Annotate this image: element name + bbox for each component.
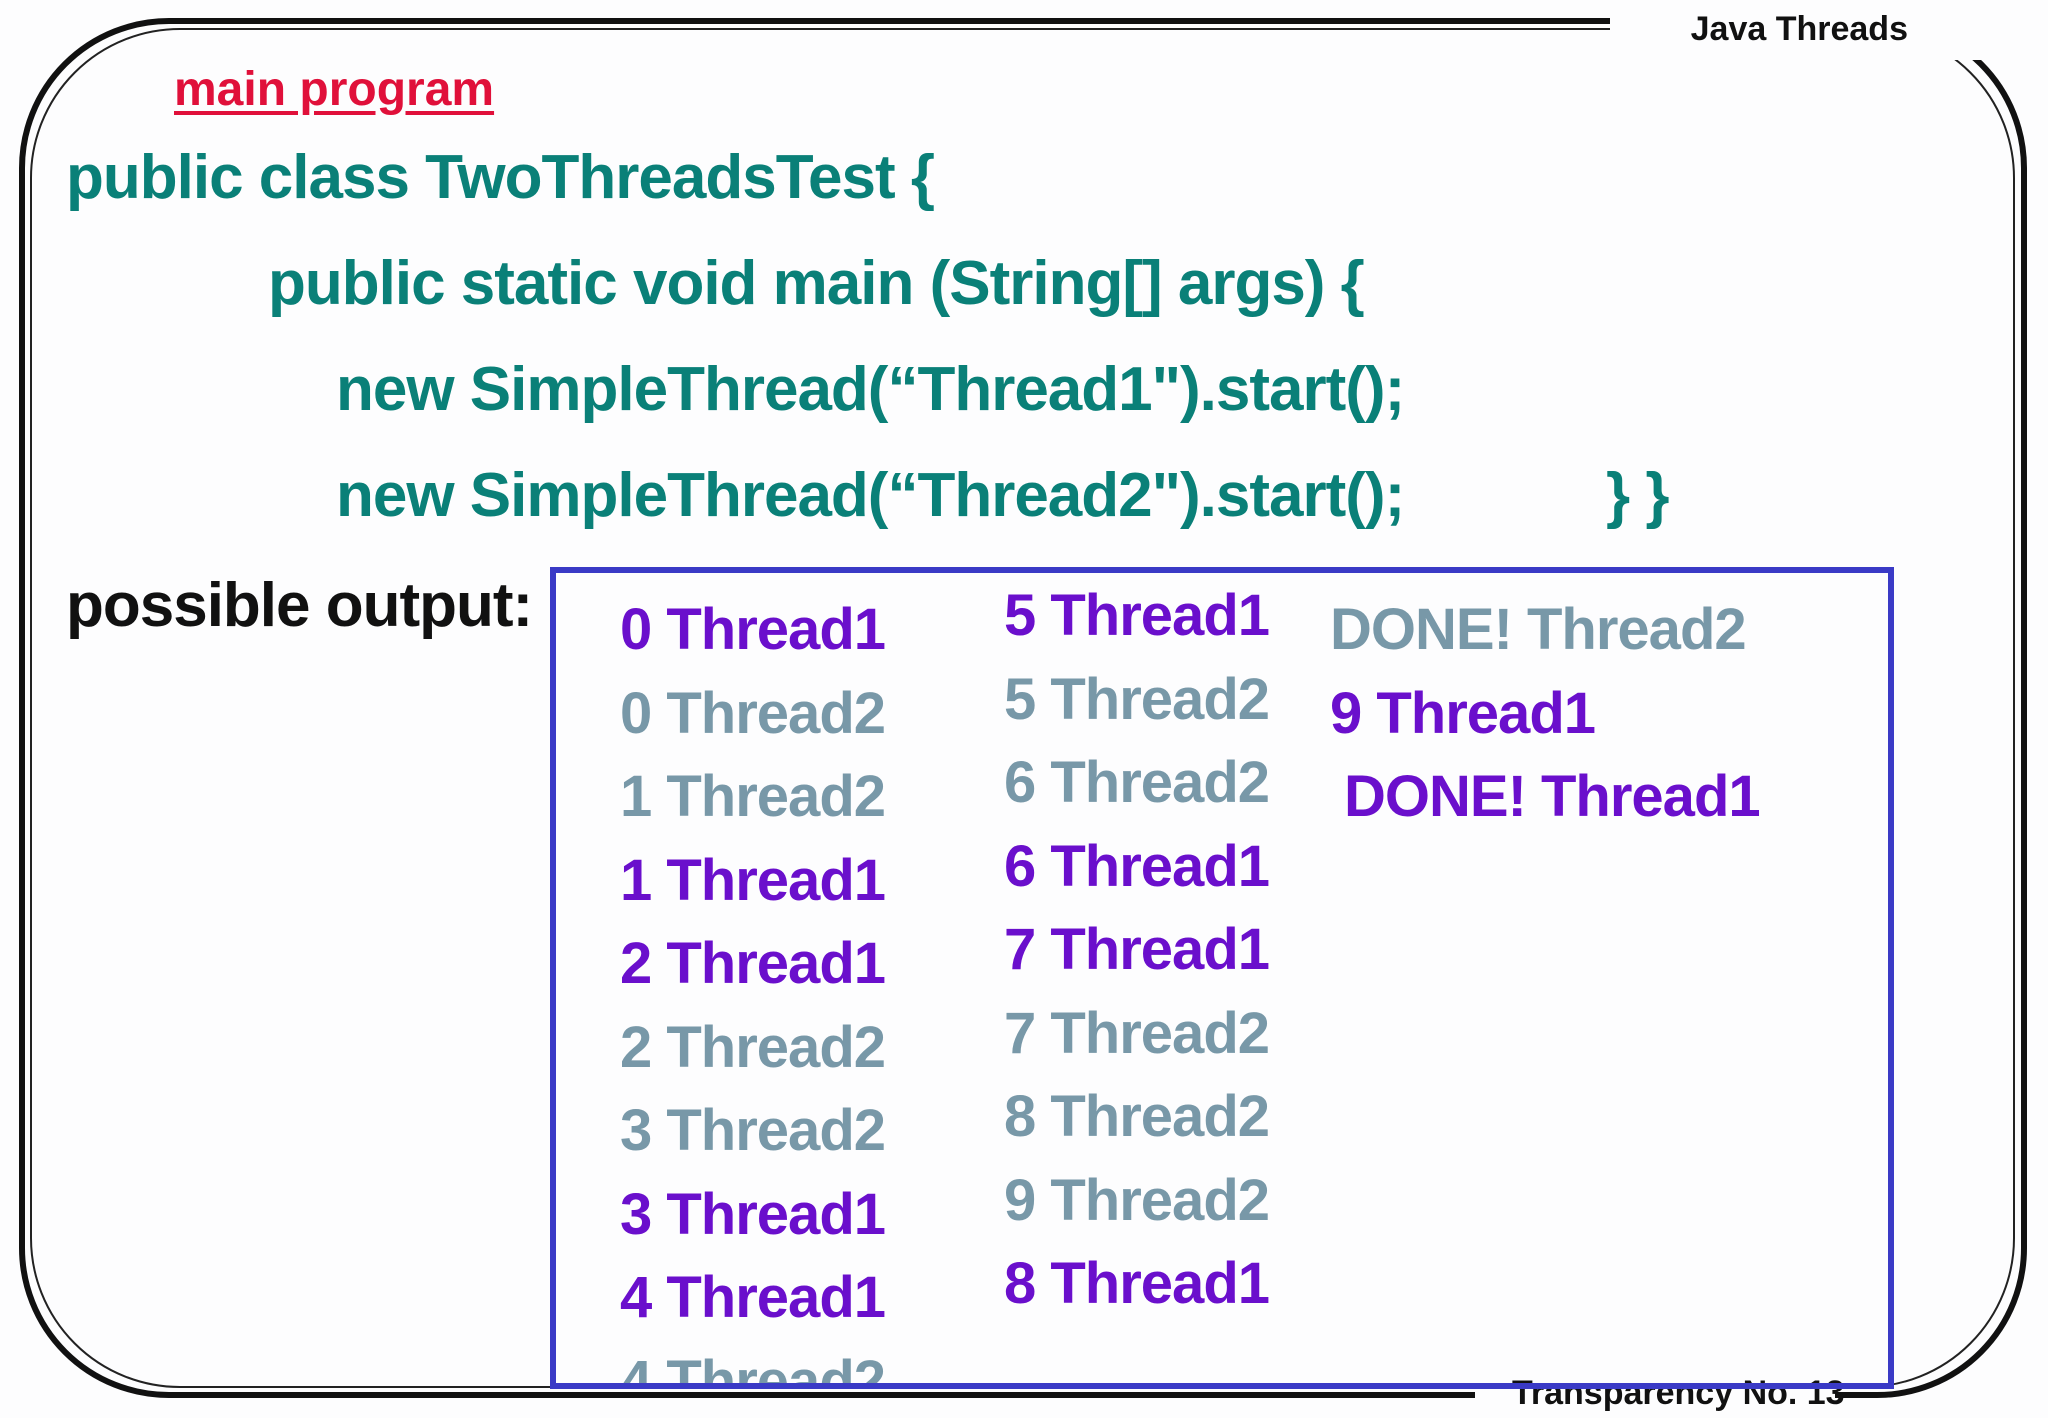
code-line-main: public static void main (String[] args) … — [268, 249, 1365, 318]
output-line: 7 Thread2 — [1004, 1000, 1270, 1066]
footer-text: Transparency No. 13 — [1512, 1374, 1845, 1412]
output-label: possible output: — [66, 571, 533, 640]
output-line: 9 Thread1 — [1330, 680, 1596, 746]
output-line: 9 Thread2 — [1004, 1167, 1270, 1233]
header-gap — [1610, 0, 1990, 60]
output-line: 0 Thread1 — [620, 597, 886, 662]
header-title: Java Threads — [1690, 10, 1908, 48]
output-line: 6 Thread2 — [1004, 750, 1270, 815]
output-line: 1 Thread2 — [620, 764, 886, 829]
output-line: DONE! Thread2 — [1330, 597, 1747, 662]
output-line: 5 Thread2 — [1004, 666, 1270, 732]
output-line: 5 Thread1 — [1004, 583, 1270, 648]
output-box: 0 Thread1 0 Thread2 1 Thread2 1 Thread1 2 Th… — [550, 567, 1894, 1389]
output-line: 3 Thread1 — [620, 1181, 886, 1247]
output-line: 4 Thread2 — [620, 1348, 886, 1389]
output-line: 2 Thread2 — [620, 1014, 886, 1080]
slide-frame — [19, 18, 2027, 1398]
code-line-class: public class TwoThreadsTest { — [66, 143, 935, 212]
section-heading: main program — [174, 63, 495, 116]
output-line: 8 Thread2 — [1004, 1084, 1270, 1149]
code-line-closing-braces: } } — [1606, 461, 1669, 530]
output-line: 2 Thread1 — [620, 931, 886, 996]
output-line: 8 Thread1 — [1004, 1251, 1270, 1316]
output-line: 7 Thread1 — [1004, 917, 1270, 982]
output-line: 6 Thread1 — [1004, 833, 1270, 899]
output-line: 4 Thread1 — [620, 1265, 886, 1330]
output-line: 3 Thread2 — [620, 1098, 886, 1163]
code-line-thread2: new SimpleThread(“Thread2").start(); — [336, 461, 1405, 530]
output-line: 0 Thread2 — [620, 680, 886, 746]
output-line: 1 Thread1 — [620, 847, 886, 913]
code-line-thread1: new SimpleThread(“Thread1").start(); — [336, 355, 1405, 424]
output-line: DONE! Thread1 — [1344, 764, 1761, 829]
